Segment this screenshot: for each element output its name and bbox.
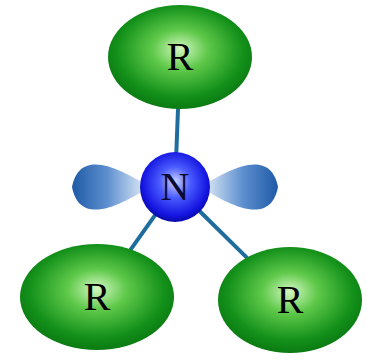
bond-line [176,109,178,152]
nitrogen-atom: N [140,152,210,222]
r-group: R [218,247,362,353]
r-group: R [20,244,174,350]
bond-line [200,212,247,258]
orbital-lobe [200,164,278,209]
group-label: R [84,277,111,317]
bond-line [131,216,155,250]
group-label: R [277,280,304,320]
orbital-lobe [72,164,150,209]
group-label: R [167,37,194,77]
group-label: N [161,167,190,207]
r-group: R [108,5,252,109]
